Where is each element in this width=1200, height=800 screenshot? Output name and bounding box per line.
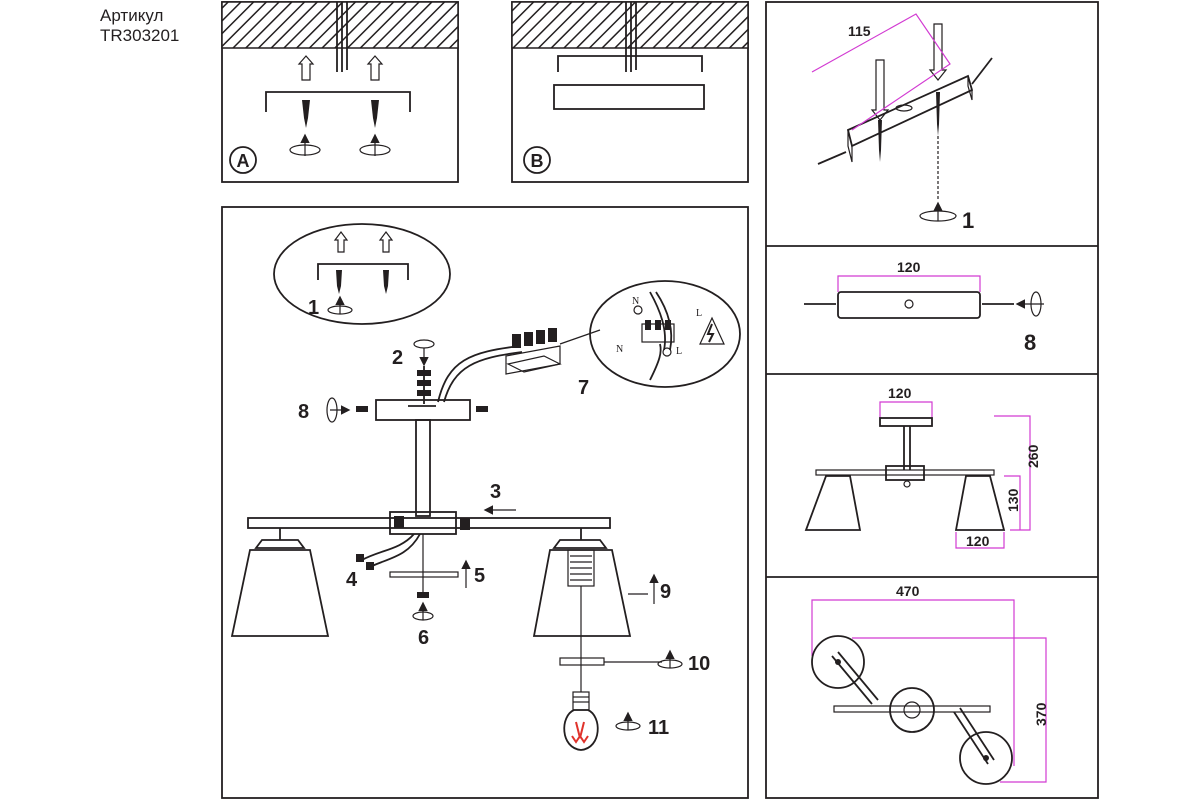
dim-total-height: 260	[1025, 444, 1041, 468]
plan-canopy	[889, 687, 935, 733]
step-5-label: 5	[474, 565, 485, 587]
dim-width: 470	[896, 583, 920, 599]
inset-bubble-step1	[273, 223, 451, 325]
rotate-icon	[289, 133, 391, 156]
step-a-label: A	[237, 151, 250, 171]
step-2-label: 2	[392, 347, 403, 369]
step-9-label: 9	[660, 581, 671, 603]
screw-right	[371, 100, 379, 128]
dimension-line-115	[811, 13, 951, 131]
canopy-top-view: 120 8	[804, 259, 1044, 355]
right-shade	[532, 528, 632, 692]
step-3-label: 3	[490, 481, 501, 503]
dim-bracket-top: 115	[848, 23, 871, 39]
side-dimension-view: 120 260 130 120	[804, 385, 1041, 549]
ground-icon-top	[633, 305, 643, 315]
panel-a: A	[221, 1, 459, 183]
dim-depth: 370	[1033, 702, 1049, 726]
canopy-plate	[553, 84, 705, 110]
mounting-bracket	[265, 91, 411, 112]
wire-n-top: N	[632, 296, 639, 307]
plan-view: 470 370	[811, 583, 1049, 785]
ceiling-hatch-b	[511, 1, 749, 49]
terminal-block	[505, 328, 562, 375]
arm-bar	[247, 517, 611, 529]
filament	[575, 721, 585, 739]
article-label: Артикул	[100, 6, 164, 25]
wall-plug-left	[297, 55, 315, 81]
step-b-badge	[523, 146, 551, 174]
step-1-inset-label: 1	[308, 297, 319, 319]
wire-l-top: L	[696, 308, 702, 319]
step-1-right-label: 1	[962, 208, 974, 233]
step-11-label: 11	[648, 717, 669, 739]
step-8-right-label: 8	[1024, 330, 1036, 355]
assembly-frame	[221, 206, 749, 799]
ground-icon-bottom	[662, 347, 672, 357]
finial	[417, 592, 429, 598]
cover-plate	[389, 571, 459, 578]
mounted-bracket	[557, 55, 703, 72]
dim-shade-height: 130	[1005, 488, 1021, 512]
light-bulb	[563, 691, 599, 751]
article-block: Артикул TR303201	[100, 6, 179, 46]
wire-n-bottom: N	[616, 344, 623, 355]
rotate-icon	[413, 339, 435, 349]
plan-shade-left	[811, 635, 865, 689]
shade-ring	[559, 657, 605, 666]
left-shade	[230, 528, 330, 637]
wall-plug-right	[366, 55, 384, 81]
assembly-panel: 1 2 7	[221, 206, 749, 799]
high-voltage-icon	[699, 316, 725, 345]
dim-plate: 120	[897, 259, 921, 275]
dim-shade-width: 120	[966, 533, 990, 549]
step-8-label: 8	[298, 401, 309, 423]
step-4-label: 4	[346, 569, 358, 591]
canopy	[375, 399, 471, 421]
step-b-label: B	[531, 151, 544, 171]
panel-b: B	[511, 1, 749, 183]
step-a-badge	[229, 146, 257, 174]
stem	[415, 419, 431, 517]
wiring-inset-bubble	[589, 280, 741, 388]
bracket-detail: 115 1	[811, 13, 993, 233]
screw-left	[302, 100, 310, 128]
canopy-plate-view	[837, 291, 981, 319]
step-7-label: 7	[578, 377, 589, 399]
step-6-label: 6	[418, 627, 429, 649]
article-number: TR303201	[100, 26, 180, 45]
threaded-nipple	[417, 366, 431, 404]
shade-right-side	[954, 475, 1006, 531]
wire-l-bottom: L	[676, 346, 682, 357]
canopy-side	[879, 417, 933, 427]
right-column-frame	[765, 1, 1099, 799]
shade-left-side	[804, 475, 862, 531]
step-10-label: 10	[688, 653, 710, 675]
plan-shade-right	[959, 731, 1013, 785]
right-column: 115 1 120 8 120	[765, 1, 1099, 799]
ceiling-hatch	[221, 1, 459, 49]
dimension-line-120-plate	[837, 275, 981, 292]
dim-canopy: 120	[888, 385, 912, 401]
